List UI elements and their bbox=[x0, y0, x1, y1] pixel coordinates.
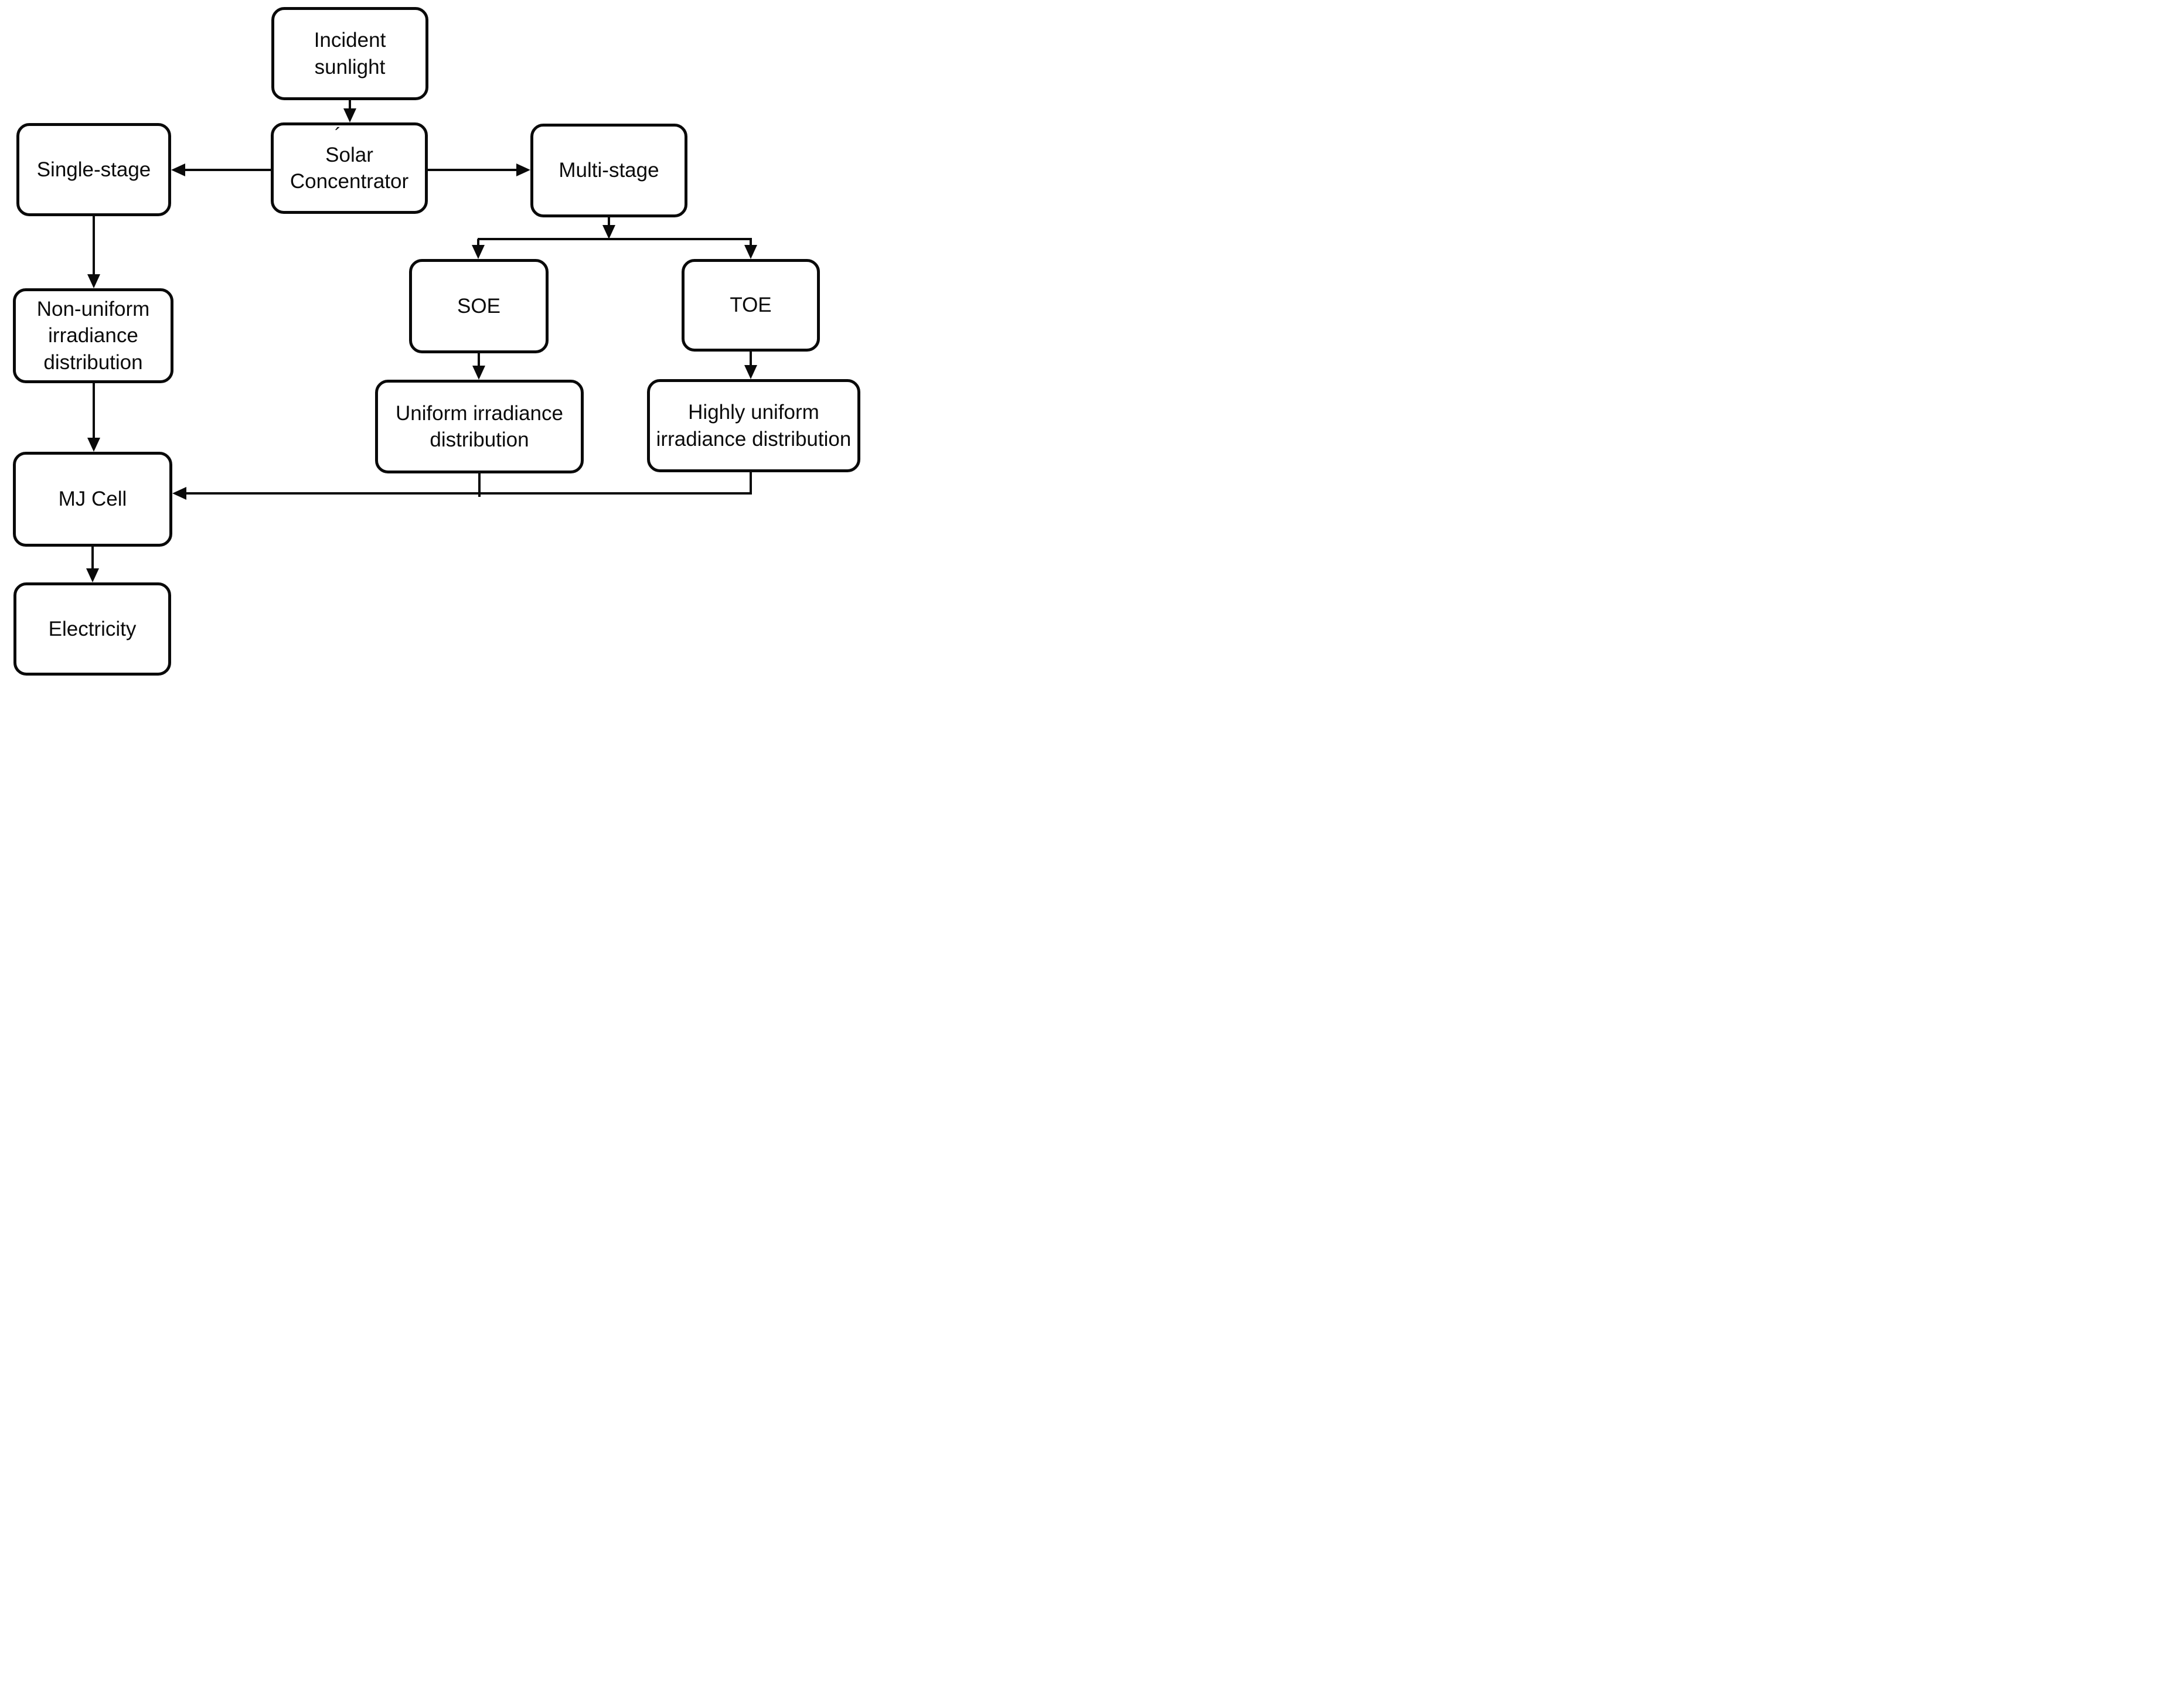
node-single-stage-label: Single-stage bbox=[36, 158, 151, 181]
flowchart-canvas: Incident sunlight ´ Solar Concentrator S… bbox=[0, 0, 867, 683]
node-solar-concentrator-label: Solar Concentrator bbox=[290, 143, 409, 193]
edge-soe-to-uniform-arrowhead-icon bbox=[472, 366, 485, 380]
node-highly-uniform-irradiance: Highly uniform irradiance distribution bbox=[647, 379, 860, 472]
edge-single-to-nonuniform-line bbox=[93, 216, 95, 275]
node-toe-label: TOE bbox=[730, 294, 772, 317]
edge-branch-to-soe-line bbox=[477, 239, 479, 246]
edge-branch-to-toe-arrowhead-icon bbox=[744, 245, 757, 259]
edge-highly-drop-line bbox=[750, 472, 752, 495]
edge-solar-to-multi-line bbox=[428, 169, 516, 171]
edge-toe-to-highly-arrowhead-icon bbox=[744, 365, 757, 379]
edge-incident-to-solar-arrowhead-icon bbox=[343, 108, 356, 122]
node-toe: TOE bbox=[682, 259, 820, 352]
node-soe: SOE bbox=[409, 259, 549, 353]
node-multi-stage-label: Multi-stage bbox=[559, 159, 659, 182]
edge-multi-to-branch-line bbox=[608, 217, 610, 226]
branch-bar-line bbox=[478, 238, 752, 240]
node-electricity: Electricity bbox=[13, 582, 171, 676]
edge-solar-to-single-line bbox=[185, 169, 271, 171]
edge-multi-to-branch-arrowhead-icon bbox=[602, 225, 615, 239]
edge-toe-to-highly-line bbox=[750, 352, 752, 366]
collector-bar-line bbox=[186, 492, 752, 495]
node-mj-cell-label: MJ Cell bbox=[58, 487, 127, 511]
edge-branch-to-toe-line bbox=[750, 239, 752, 246]
edge-collector-to-mjcell-arrowhead-icon bbox=[172, 487, 186, 500]
stray-accent-mark: ´ bbox=[335, 124, 342, 146]
node-uniform-irradiance: Uniform irradiance distribution bbox=[375, 380, 584, 473]
node-soe-label: SOE bbox=[457, 294, 500, 318]
edge-nonuniform-to-mjcell-arrowhead-icon bbox=[87, 438, 100, 452]
edge-solar-to-multi-arrowhead-icon bbox=[516, 163, 530, 176]
node-solar-concentrator: ´ Solar Concentrator bbox=[271, 122, 428, 214]
edge-mjcell-to-electricity-line bbox=[91, 547, 94, 570]
edge-single-to-nonuniform-arrowhead-icon bbox=[87, 274, 100, 288]
node-non-uniform-irradiance: Non-uniform irradiance distribution bbox=[13, 288, 173, 383]
edge-nonuniform-to-mjcell-line bbox=[93, 383, 95, 439]
node-incident-sunlight: Incident sunlight bbox=[271, 7, 428, 100]
edge-soe-to-uniform-line bbox=[478, 353, 480, 367]
node-uniform-irradiance-label: Uniform irradiance distribution bbox=[396, 401, 563, 452]
node-non-uniform-irradiance-label: Non-uniform irradiance distribution bbox=[36, 297, 150, 374]
edge-incident-to-solar-line bbox=[349, 100, 351, 110]
node-single-stage: Single-stage bbox=[16, 123, 171, 216]
edge-uniform-drop-line bbox=[478, 473, 481, 497]
node-electricity-label: Electricity bbox=[48, 617, 137, 640]
edge-branch-to-soe-arrowhead-icon bbox=[472, 245, 485, 259]
node-highly-uniform-irradiance-label: Highly uniform irradiance distribution bbox=[656, 401, 852, 451]
edge-mjcell-to-electricity-arrowhead-icon bbox=[86, 568, 99, 582]
node-multi-stage: Multi-stage bbox=[530, 124, 687, 217]
node-mj-cell: MJ Cell bbox=[13, 452, 172, 547]
edge-solar-to-single-arrowhead-icon bbox=[171, 163, 185, 176]
node-incident-sunlight-label: Incident sunlight bbox=[314, 29, 386, 79]
